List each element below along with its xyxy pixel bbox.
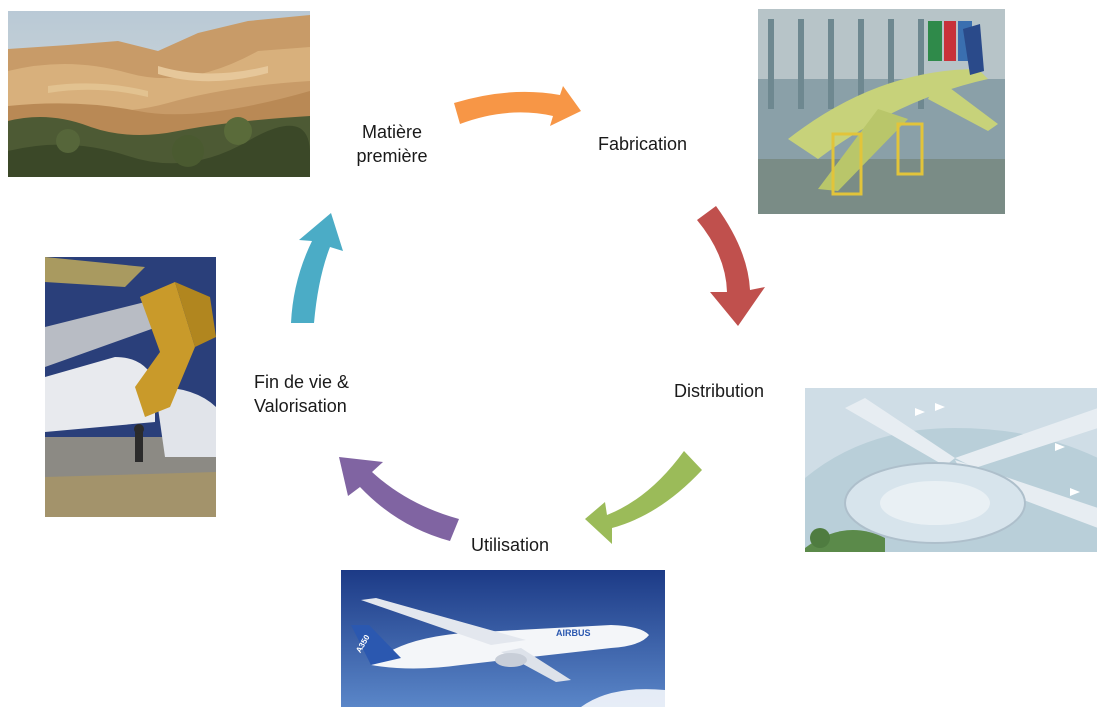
label-use: Utilisation bbox=[471, 535, 550, 555]
quarry-photo bbox=[8, 11, 310, 177]
label-raw-material-line1: Matière bbox=[361, 122, 423, 142]
label-end-of-life-line1: Fin de vie & bbox=[254, 372, 350, 392]
arrow-distribution-to-use bbox=[585, 451, 702, 544]
label-raw-material: Matière première bbox=[334, 120, 450, 168]
airplane-photo: AIRBUS A350 bbox=[341, 570, 665, 707]
airplane-livery-text: AIRBUS bbox=[556, 628, 591, 638]
label-end-of-life: Fin de vie & Valorisation bbox=[254, 370, 349, 418]
arrow-end-of-life-to-raw bbox=[291, 213, 343, 323]
dismantling-photo bbox=[45, 257, 216, 517]
arrow-raw-to-manufacturing bbox=[454, 86, 581, 126]
label-distribution: Distribution bbox=[674, 381, 765, 401]
label-raw-material-line2: première bbox=[356, 146, 428, 166]
factory-photo bbox=[758, 9, 1005, 214]
airport-photo bbox=[805, 388, 1097, 552]
label-end-of-life-line2: Valorisation bbox=[254, 396, 347, 416]
arrow-use-to-end-of-life bbox=[339, 457, 459, 541]
label-manufacturing: Fabrication bbox=[598, 134, 688, 154]
arrow-manufacturing-to-distribution bbox=[697, 206, 765, 326]
